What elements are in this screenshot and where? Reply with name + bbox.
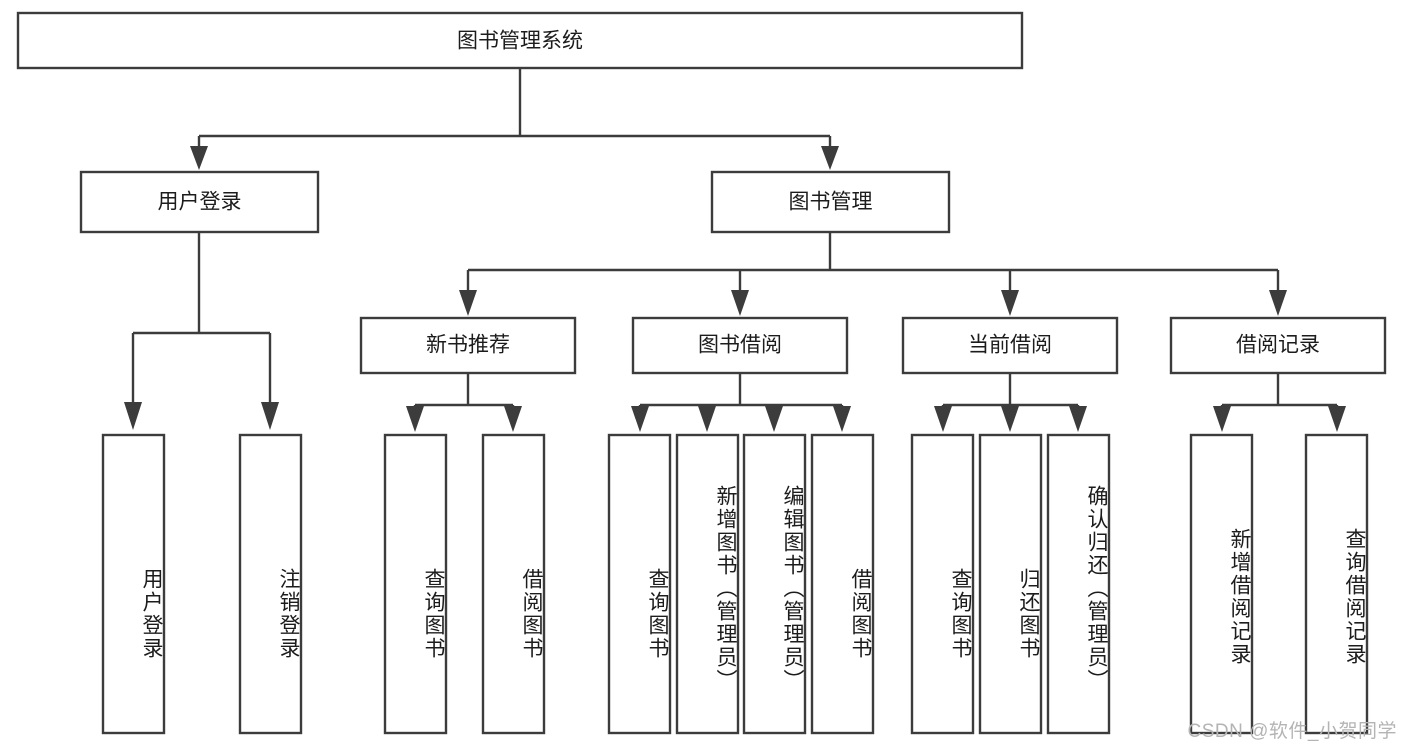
node-borrow-record-label: 借阅记录: [1236, 334, 1320, 357]
arrow-to-new-book: [459, 290, 477, 316]
node-leaf-query-book-2[interactable]: [607, 433, 672, 735]
node-current-borrow-label: 当前借阅: [968, 334, 1052, 357]
arrow-leaf-borrow-book-2: [833, 406, 851, 432]
arrow-leaf-logout: [261, 402, 279, 430]
arrow-to-book-borrow: [731, 290, 749, 316]
node-borrow-record[interactable]: [1169, 316, 1387, 375]
node-new-book-recommend-label: 新书推荐: [426, 334, 510, 357]
node-leaf-user-login[interactable]: [101, 433, 166, 735]
node-book-borrow-label: 图书借阅: [698, 334, 782, 357]
arrow-to-current-borrow: [1001, 290, 1019, 316]
arrow-leaf-query-book-1: [406, 406, 424, 432]
node-book-manage-label: 图书管理: [789, 191, 873, 214]
node-leaf-confirm-return[interactable]: [1046, 433, 1111, 735]
arrow-leaf-query-record: [1328, 406, 1346, 432]
node-leaf-borrow-book-2[interactable]: [810, 433, 875, 735]
node-leaf-borrow-book-1[interactable]: [481, 433, 546, 735]
node-book-borrow[interactable]: [631, 316, 849, 375]
node-root-label: 图书管理系统: [457, 30, 583, 53]
node-leaf-edit-book[interactable]: [742, 433, 807, 735]
node-leaf-return-book[interactable]: [978, 433, 1043, 735]
arrow-leaf-confirm-return: [1069, 406, 1087, 432]
node-leaf-add-record[interactable]: [1189, 433, 1254, 735]
arrow-leaf-return-book: [1001, 406, 1019, 432]
arrow-to-user-login: [190, 146, 208, 170]
node-current-borrow[interactable]: [901, 316, 1119, 375]
node-leaf-query-book-1[interactable]: [383, 433, 448, 735]
arrow-leaf-query-book-2: [631, 406, 649, 432]
arrow-leaf-add-book: [698, 406, 716, 432]
node-leaf-add-book[interactable]: [675, 433, 740, 735]
node-leaf-logout[interactable]: [238, 433, 303, 735]
arrow-to-borrow-record: [1269, 290, 1287, 316]
arrow-leaf-edit-book: [765, 406, 783, 432]
arrow-leaf-add-record: [1213, 406, 1231, 432]
node-user-login-label: 用户登录: [158, 191, 242, 214]
node-root[interactable]: [16, 11, 1024, 70]
node-new-book-recommend[interactable]: [359, 316, 577, 375]
arrow-leaf-borrow-book-1: [504, 406, 522, 432]
arrow-to-book-manage: [821, 146, 839, 170]
arrow-leaf-user-login: [124, 402, 142, 430]
node-leaf-query-book-3[interactable]: [910, 433, 975, 735]
arrow-leaf-query-book-3: [934, 406, 952, 432]
node-leaf-query-record[interactable]: [1304, 433, 1369, 735]
node-book-manage[interactable]: [710, 170, 951, 234]
csdn-watermark: CSDN @软件_小贺同学: [1187, 721, 1397, 742]
